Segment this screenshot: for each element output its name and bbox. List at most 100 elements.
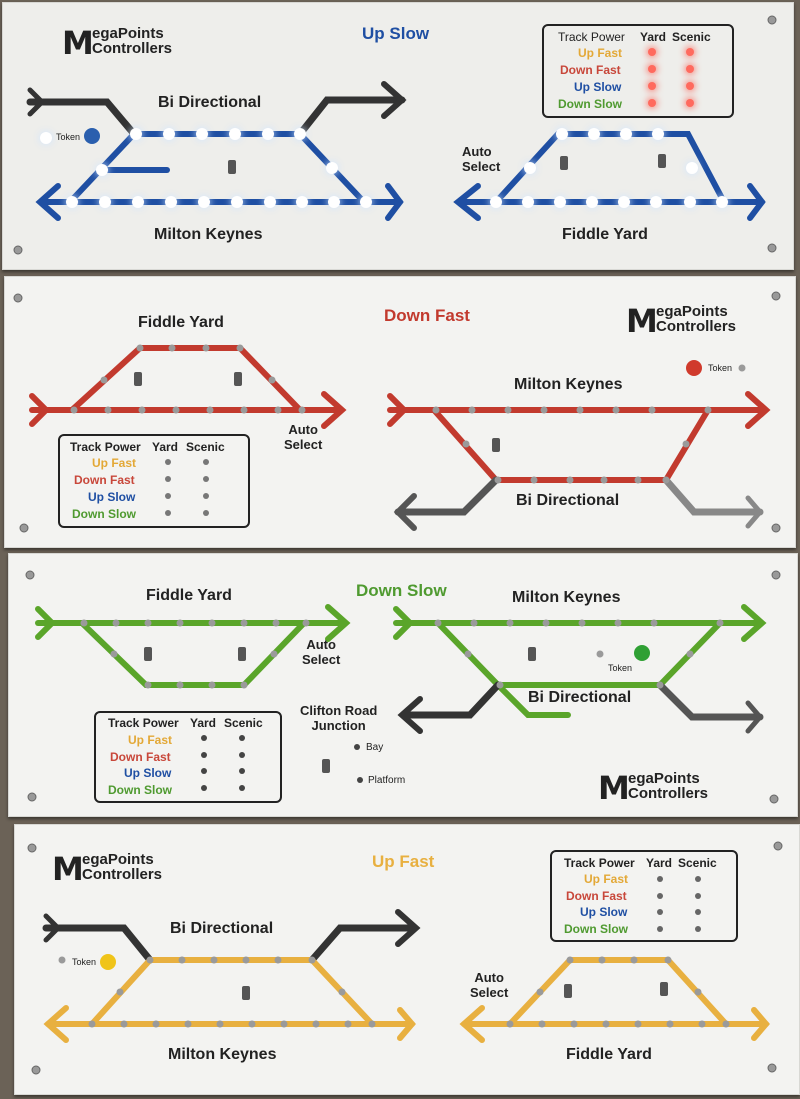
- logo-m-mark: M: [52, 850, 84, 888]
- switches-up-slow: [228, 154, 666, 174]
- legend-header-track-power: Track Power: [108, 716, 179, 730]
- track-fy-left-tail: [35, 606, 57, 640]
- switches-down-fast: [134, 372, 500, 452]
- logo-line2: Controllers: [628, 785, 709, 802]
- label-auto-select: Auto Select: [284, 422, 323, 452]
- panel-down-slow: M egaPoints Controllers Down Slow Fiddle…: [8, 553, 798, 817]
- track-mk-branch: [495, 682, 571, 718]
- label-bi-directional: Bi Directional: [516, 492, 620, 509]
- track-fy-left-arrow: [459, 1005, 485, 1043]
- track-diagram-down-fast: [13, 291, 781, 533]
- track-mk-left-tail: [387, 393, 409, 427]
- legend-down-fast: Down Fast: [110, 750, 171, 764]
- track-fy-right-tail: [747, 183, 766, 221]
- toggle-switch[interactable]: [242, 986, 250, 1000]
- toggle-switch[interactable]: [234, 372, 242, 386]
- track-bi-right-exit: [656, 681, 764, 721]
- label-milton-keynes: Milton Keynes: [168, 1046, 277, 1063]
- toggle-switch[interactable]: [492, 438, 500, 452]
- switches-down-slow: [144, 647, 536, 773]
- led-group-down-fast: [70, 344, 746, 484]
- label-bay: Bay: [366, 742, 384, 753]
- label-platform: Platform: [368, 775, 406, 786]
- panel-title: Up Slow: [362, 24, 430, 43]
- label-milton-keynes: Milton Keynes: [154, 226, 263, 243]
- label-clifton-road-junction: Clifton Road Junction: [300, 703, 378, 733]
- legend-down-slow: Down Slow: [108, 783, 172, 797]
- track-up-fast-left-arrow: [43, 1005, 69, 1043]
- legend-header-track-power: Track Power: [558, 30, 625, 44]
- logo-line1: egaPoints: [656, 303, 728, 320]
- toggle-switch[interactable]: [238, 647, 246, 661]
- legend-up-fast: Up Fast: [92, 456, 137, 470]
- token-button[interactable]: [634, 645, 650, 661]
- legend-header-track-power: Track Power: [70, 440, 141, 454]
- track-fy-right-arrow: [325, 604, 351, 642]
- status-leds-up-slow: [648, 48, 694, 107]
- panel-up-slow: M egaPoints Controllers Up Slow Bi Direc…: [2, 2, 794, 270]
- toggle-switch[interactable]: [144, 647, 152, 661]
- track-mk-loop: [431, 407, 711, 483]
- logo-line2: Controllers: [92, 40, 173, 57]
- legend-down-fast: Down Fast: [566, 889, 627, 903]
- logo-line1: egaPoints: [92, 25, 164, 42]
- track-up-slow-left-arrow: [35, 183, 61, 221]
- track-bi-right-exit: [296, 96, 406, 138]
- token-button[interactable]: [100, 954, 116, 970]
- track-mk-right-arrow: [741, 604, 767, 642]
- track-fy-right-arrow: [321, 391, 347, 429]
- toggle-switch[interactable]: [560, 156, 568, 170]
- label-token: Token: [72, 957, 97, 967]
- token-button[interactable]: [84, 128, 100, 144]
- logo-m-mark: M: [626, 302, 658, 340]
- panel-title: Up Fast: [372, 852, 435, 871]
- label-bi-directional: Bi Directional: [158, 94, 262, 111]
- legend-up-fast: Up Fast: [578, 46, 623, 60]
- label-milton-keynes: Milton Keynes: [512, 589, 621, 606]
- track-bi-left-feeder: [42, 924, 154, 964]
- track-mk-right-arrow: [745, 391, 771, 429]
- legend-header-scenic: Scenic: [224, 716, 263, 730]
- legend-up-slow: Up Slow: [124, 766, 172, 780]
- track-bi-right-tail: [745, 495, 764, 529]
- token-button[interactable]: [686, 360, 702, 376]
- switches-up-fast: [242, 982, 668, 1000]
- track-bi-right-arrow: [381, 81, 407, 119]
- logo-line1: egaPoints: [82, 851, 154, 868]
- toggle-switch[interactable]: [528, 647, 536, 661]
- track-diagram-up-slow: [13, 15, 777, 255]
- track-clifton-arrow: [397, 696, 423, 734]
- label-auto-select: Auto Select: [470, 970, 509, 1000]
- clifton-leds: [354, 744, 363, 783]
- legend-up-fast: Up Fast: [584, 872, 629, 886]
- toggle-switch[interactable]: [228, 160, 236, 174]
- label-fiddle-yard: Fiddle Yard: [146, 587, 232, 604]
- panel-title: Down Slow: [356, 581, 447, 600]
- toggle-switch[interactable]: [564, 984, 572, 998]
- led-group-up-slow: [40, 128, 728, 208]
- status-leds-down-slow: [201, 735, 245, 791]
- track-clifton-exit: [400, 681, 502, 719]
- track-fy-right-tail: [751, 1007, 770, 1041]
- toggle-switch[interactable]: [658, 154, 666, 168]
- track-power-legend: Track Power Yard Scenic Up Fast Down Fas…: [58, 434, 250, 528]
- toggle-switch[interactable]: [660, 982, 668, 996]
- status-leds-up-fast: [657, 876, 701, 932]
- label-bi-directional: Bi Directional: [528, 689, 632, 706]
- logo-line2: Controllers: [82, 866, 163, 883]
- panel-up-fast: M egaPoints Controllers Up Fast Bi Direc…: [14, 824, 800, 1095]
- logo-line1: egaPoints: [628, 770, 700, 787]
- track-up-fast-right-tail: [397, 1007, 416, 1041]
- label-token: Token: [608, 663, 633, 673]
- legend-up-fast: Up Fast: [128, 733, 173, 747]
- led-group-up-fast: [58, 956, 730, 1028]
- logo-m-mark: M: [598, 769, 630, 807]
- track-diagram-up-fast: [27, 841, 783, 1075]
- toggle-switch[interactable]: [322, 759, 330, 773]
- legend-down-fast: Down Fast: [560, 63, 621, 77]
- track-bi-right-exit: [308, 924, 418, 964]
- logo-line2: Controllers: [656, 318, 737, 335]
- track-diagram-down-slow: [25, 570, 781, 804]
- track-mk-loop: [435, 620, 723, 688]
- toggle-switch[interactable]: [134, 372, 142, 386]
